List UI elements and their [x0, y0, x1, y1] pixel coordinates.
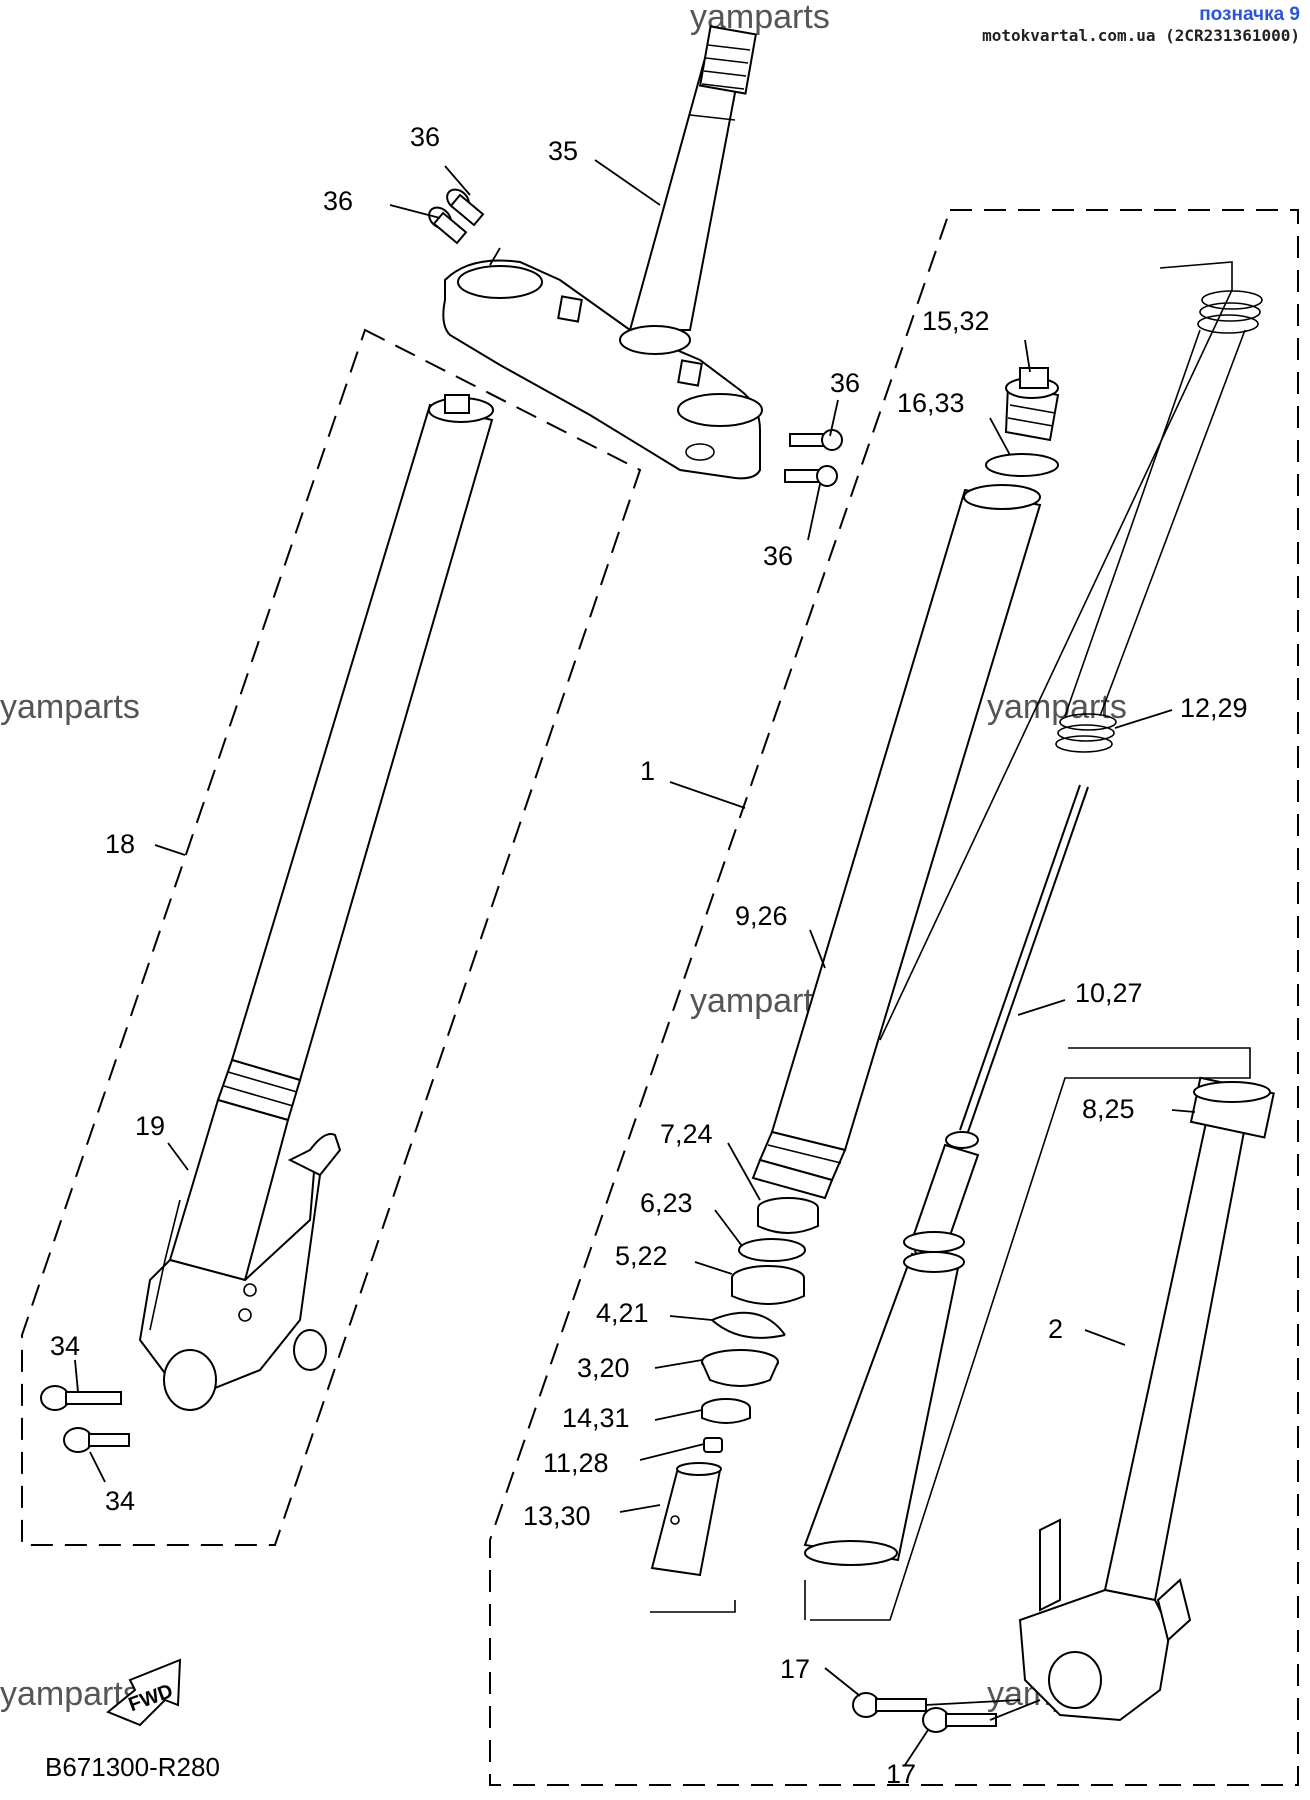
callout-18: 18 [105, 829, 135, 859]
callout-8-25: 8,25 [1082, 1094, 1135, 1124]
left-fork-assembly [138, 394, 494, 1411]
callout-13-30: 13,30 [523, 1501, 591, 1531]
outer-tube [1018, 1076, 1275, 1722]
callout-34-upper: 34 [50, 1331, 80, 1361]
corner-note-title: позначка 9 [1199, 4, 1300, 25]
bolt-36-top-a [446, 188, 485, 227]
seal-14-31 [701, 1398, 751, 1424]
callout-36-top: 36 [410, 122, 440, 152]
group-outline-outer-tube [810, 1047, 1251, 1621]
group-outline-1 [489, 209, 1299, 1786]
spring-upper [1197, 290, 1263, 334]
callout-7-24: 7,24 [660, 1119, 713, 1149]
bushing-7-24 [757, 1197, 819, 1234]
corner-note: позначка 9 motokvartal.com.ua (2CR231361… [982, 4, 1300, 45]
bolt-36-right-b [784, 465, 838, 487]
callout-17-upper: 17 [780, 1654, 810, 1684]
callout-3-20: 3,20 [577, 1353, 630, 1383]
callout-11-28: 11,28 [543, 1448, 609, 1478]
o-ring [985, 453, 1059, 477]
inner-tube [751, 484, 1042, 1200]
dust-seal-3-20 [701, 1349, 779, 1387]
spring-lower [1055, 713, 1117, 753]
bolt-17-upper [852, 1692, 927, 1718]
callout-17-lower: 17 [886, 1759, 916, 1789]
steering-stem [628, 25, 758, 331]
callout-15-32: 15,32 [922, 306, 990, 336]
callout-6-23: 6,23 [640, 1188, 693, 1218]
callout-19: 19 [135, 1111, 165, 1141]
bolt-17-lower [922, 1707, 997, 1733]
bolt-34-lower [63, 1427, 130, 1453]
callout-2: 2 [1048, 1314, 1063, 1344]
callout-14-31: 14,31 [562, 1403, 630, 1433]
watermark-right: yamparts [987, 688, 1127, 726]
bolt-34-upper [40, 1385, 122, 1411]
spring-guide-line [1099, 329, 1246, 717]
bolt-36-right-a [789, 429, 843, 451]
clip-4-21 [711, 1311, 786, 1339]
callout-36-left: 36 [323, 186, 353, 216]
upper-bracket [442, 259, 763, 480]
watermark-left: yamparts [0, 688, 140, 726]
watermark-middle: yamparts [690, 982, 830, 1020]
group-outline-seals [650, 1600, 736, 1613]
callout-5-22: 5,22 [615, 1241, 668, 1271]
collar-13-30 [650, 1462, 722, 1577]
callout-1: 1 [640, 756, 655, 786]
cap-bolt [1004, 367, 1060, 442]
callout-36-right-lower: 36 [763, 541, 793, 571]
damper-rod [803, 784, 1089, 1566]
corner-note-subtitle: motokvartal.com.ua (2CR231361000) [982, 26, 1300, 45]
leader-lines [74, 159, 1196, 1766]
oil-seal-5-22 [731, 1265, 805, 1305]
callout-34-lower: 34 [105, 1486, 135, 1516]
washer-6-23 [738, 1238, 806, 1262]
fwd-arrow: FWD [106, 1658, 182, 1727]
diagram-code: B671300-R280 [45, 1752, 220, 1782]
callout-36-right-upper: 36 [830, 368, 860, 398]
callout-16-33: 16,33 [897, 388, 965, 418]
group-outline-18 [21, 328, 642, 1546]
callout-4-21: 4,21 [596, 1298, 649, 1328]
group-outline-spring [879, 261, 1233, 1041]
spring-guide-line-2 [1064, 329, 1201, 717]
callout-12-29: 12,29 [1180, 693, 1248, 723]
callout-10-27: 10,27 [1075, 978, 1143, 1008]
nut-11-28 [703, 1437, 723, 1453]
callout-9-26: 9,26 [735, 901, 788, 931]
callout-35: 35 [548, 136, 578, 166]
